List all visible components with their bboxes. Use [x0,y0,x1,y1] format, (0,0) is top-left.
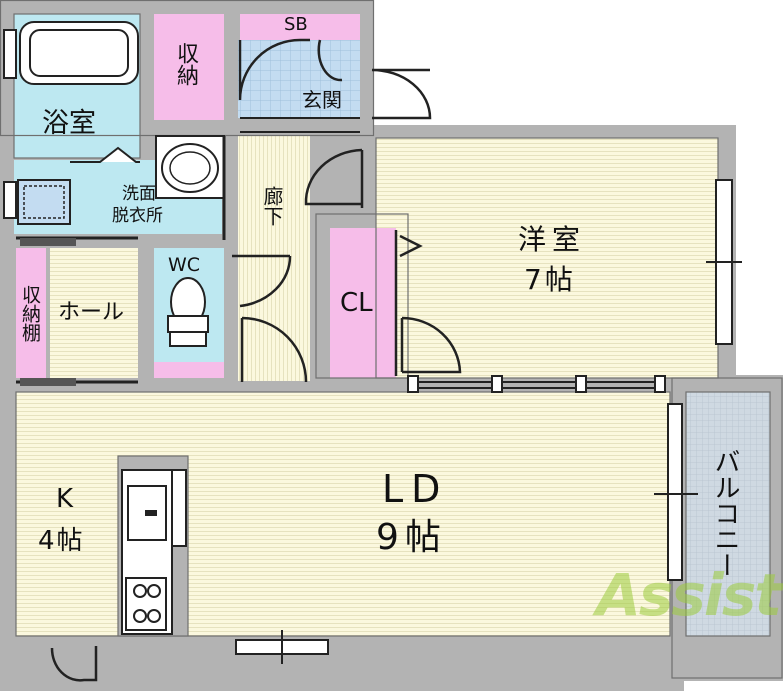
bathtub-icon [3,21,139,85]
living-name: LD [382,467,449,511]
washer-pan-icon [3,179,71,225]
western-room-name: 洋室 [518,223,587,256]
balcony-label: バルコニー [710,448,740,578]
western-room-size: 7帖 [524,263,576,296]
toilet-icon [167,277,209,347]
washroom-label-2: 脱衣所 [112,206,163,226]
wc-strip [154,362,224,378]
hallway-floor [238,136,310,381]
entrance-label: 玄関 [302,88,342,112]
sliding-track [407,375,666,393]
shoe-box-label: SB [284,14,308,35]
windows [20,179,742,664]
hallway-label: 廊下 [260,186,284,226]
kitchen-name: K [56,484,74,514]
storage-top-floor [154,14,224,120]
living-floor [16,392,670,636]
assist-watermark: Assist [596,561,782,629]
storage-shelf-label: 収納棚 [19,285,41,342]
living-size: 9帖 [376,517,447,558]
closet-label: CL [340,288,373,318]
kitchen-size: 4帖 [38,526,85,556]
shoe-box-floor [240,14,360,40]
wc-label: WC [168,254,201,276]
balcony-floor [686,392,770,636]
storage-shelf-floor [16,248,46,378]
western-floor [376,138,718,378]
washroom-label-1: 洗面 [122,184,156,204]
stove-icon [125,577,167,631]
bath-step-icon [70,146,140,163]
partitions [16,117,409,384]
hall-floor [50,248,138,378]
closet-floor [330,228,396,378]
storage-top-label: 収納 [173,42,198,86]
doors [50,38,462,682]
bath-label: 浴室 [42,108,96,139]
hall-label: ホール [58,300,125,325]
sink-icon [155,135,225,199]
kitchen-counter-icon [117,455,189,637]
